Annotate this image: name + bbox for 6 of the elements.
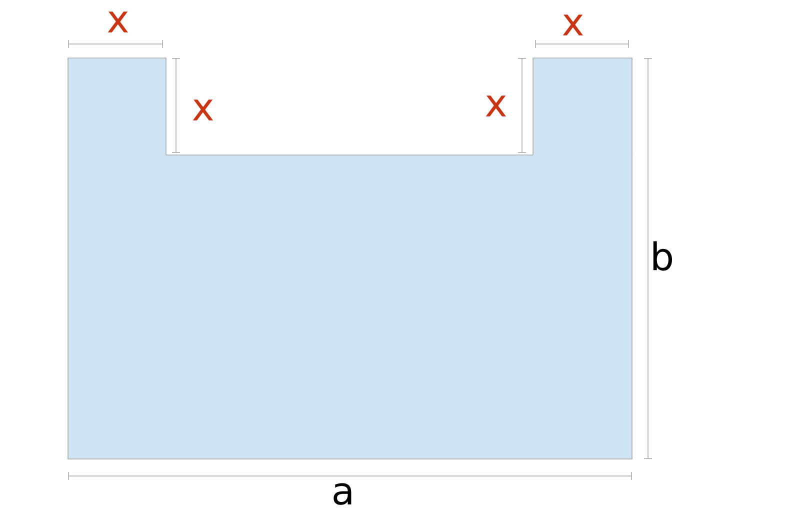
dimension-label: x xyxy=(108,12,128,32)
dimension-label: b xyxy=(653,241,672,271)
dimension-label: x xyxy=(562,14,584,36)
dimension-label: x xyxy=(486,96,506,116)
dimension-label: a xyxy=(334,483,352,505)
dimension-label: x xyxy=(192,100,213,120)
